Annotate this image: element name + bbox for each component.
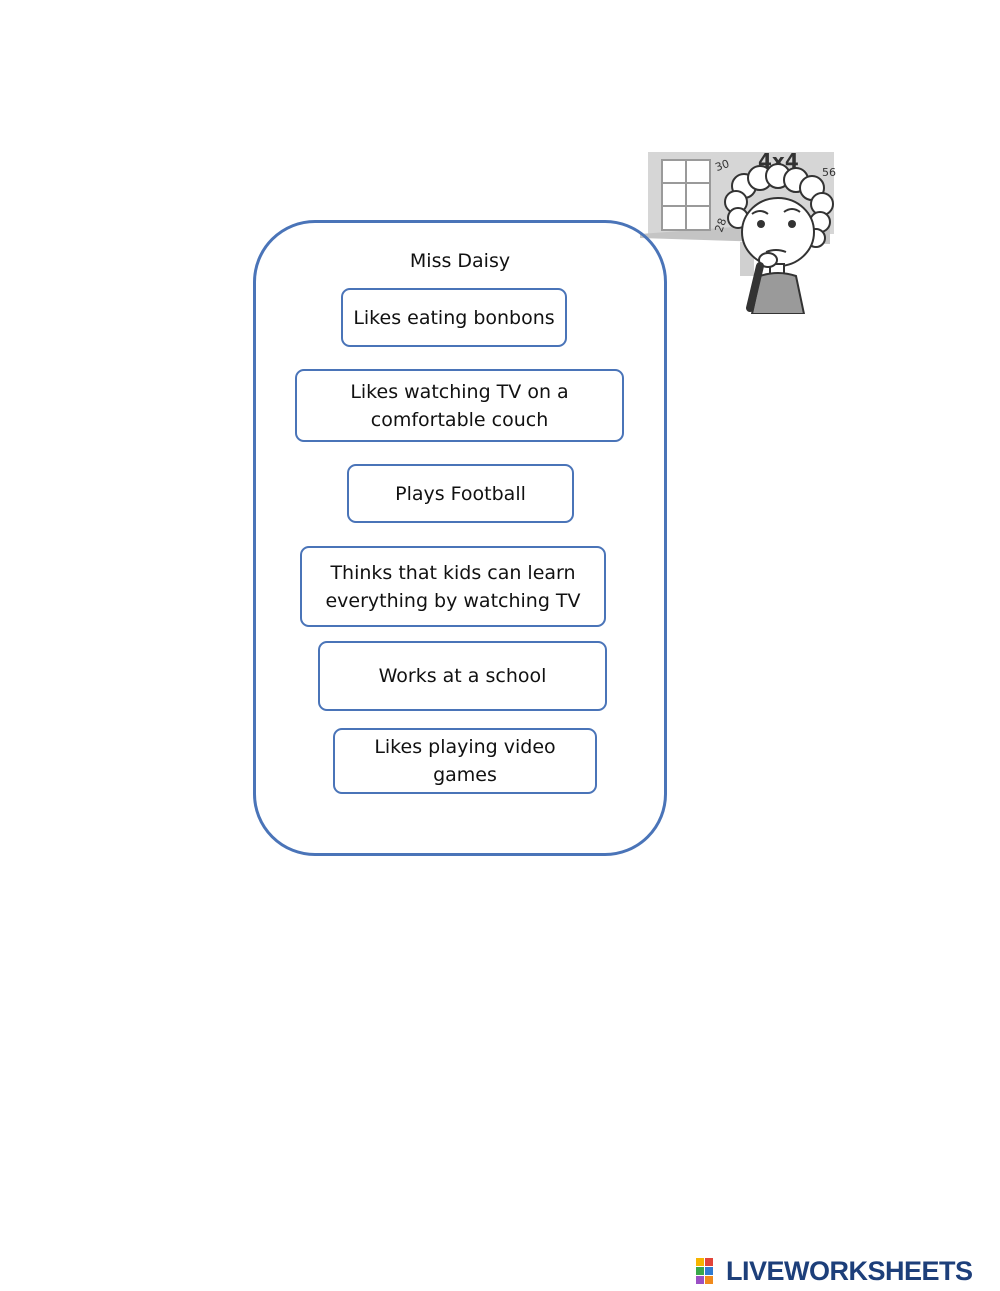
liveworksheets-logo: LIVEWORKSHEETS	[696, 1254, 994, 1288]
answer-chip-label: Likes eating bonbons	[353, 306, 555, 329]
card-title: Miss Daisy	[409, 250, 511, 272]
answer-chip-label: Works at a school	[378, 665, 547, 687]
answer-chip-plays-football[interactable]: Plays Football	[347, 464, 574, 523]
teacher-illustration: 4x4 30 28 56	[640, 149, 836, 314]
answer-chip-label: Plays Football	[395, 482, 526, 505]
answer-chip-label: Likes watching TV on a comfortable couch	[350, 380, 569, 431]
liveworksheets-logo-icon	[696, 1258, 713, 1284]
answer-chip-label: Likes playing video games	[374, 736, 556, 786]
answer-chip-likes-eating-bonbons[interactable]: Likes eating bonbons	[341, 288, 567, 347]
answer-chip-likes-video-games[interactable]: Likes playing video games	[333, 728, 597, 794]
answer-chip-likes-watching-tv[interactable]: Likes watching TV on a comfortable couch	[295, 369, 624, 442]
worksheet-card	[253, 220, 667, 856]
board-text-30: 30	[714, 157, 732, 174]
board-text-28: 28	[712, 216, 729, 234]
answer-chip-label: Thinks that kids can learn everything by…	[325, 561, 581, 612]
board-text-56: 56	[822, 166, 836, 179]
answer-chip-thinks-kids-learn[interactable]: Thinks that kids can learn everything by…	[300, 546, 606, 627]
logo-text: LIVEWORKSHEETS	[726, 1255, 973, 1286]
answer-chip-works-at-school[interactable]: Works at a school	[318, 641, 607, 711]
